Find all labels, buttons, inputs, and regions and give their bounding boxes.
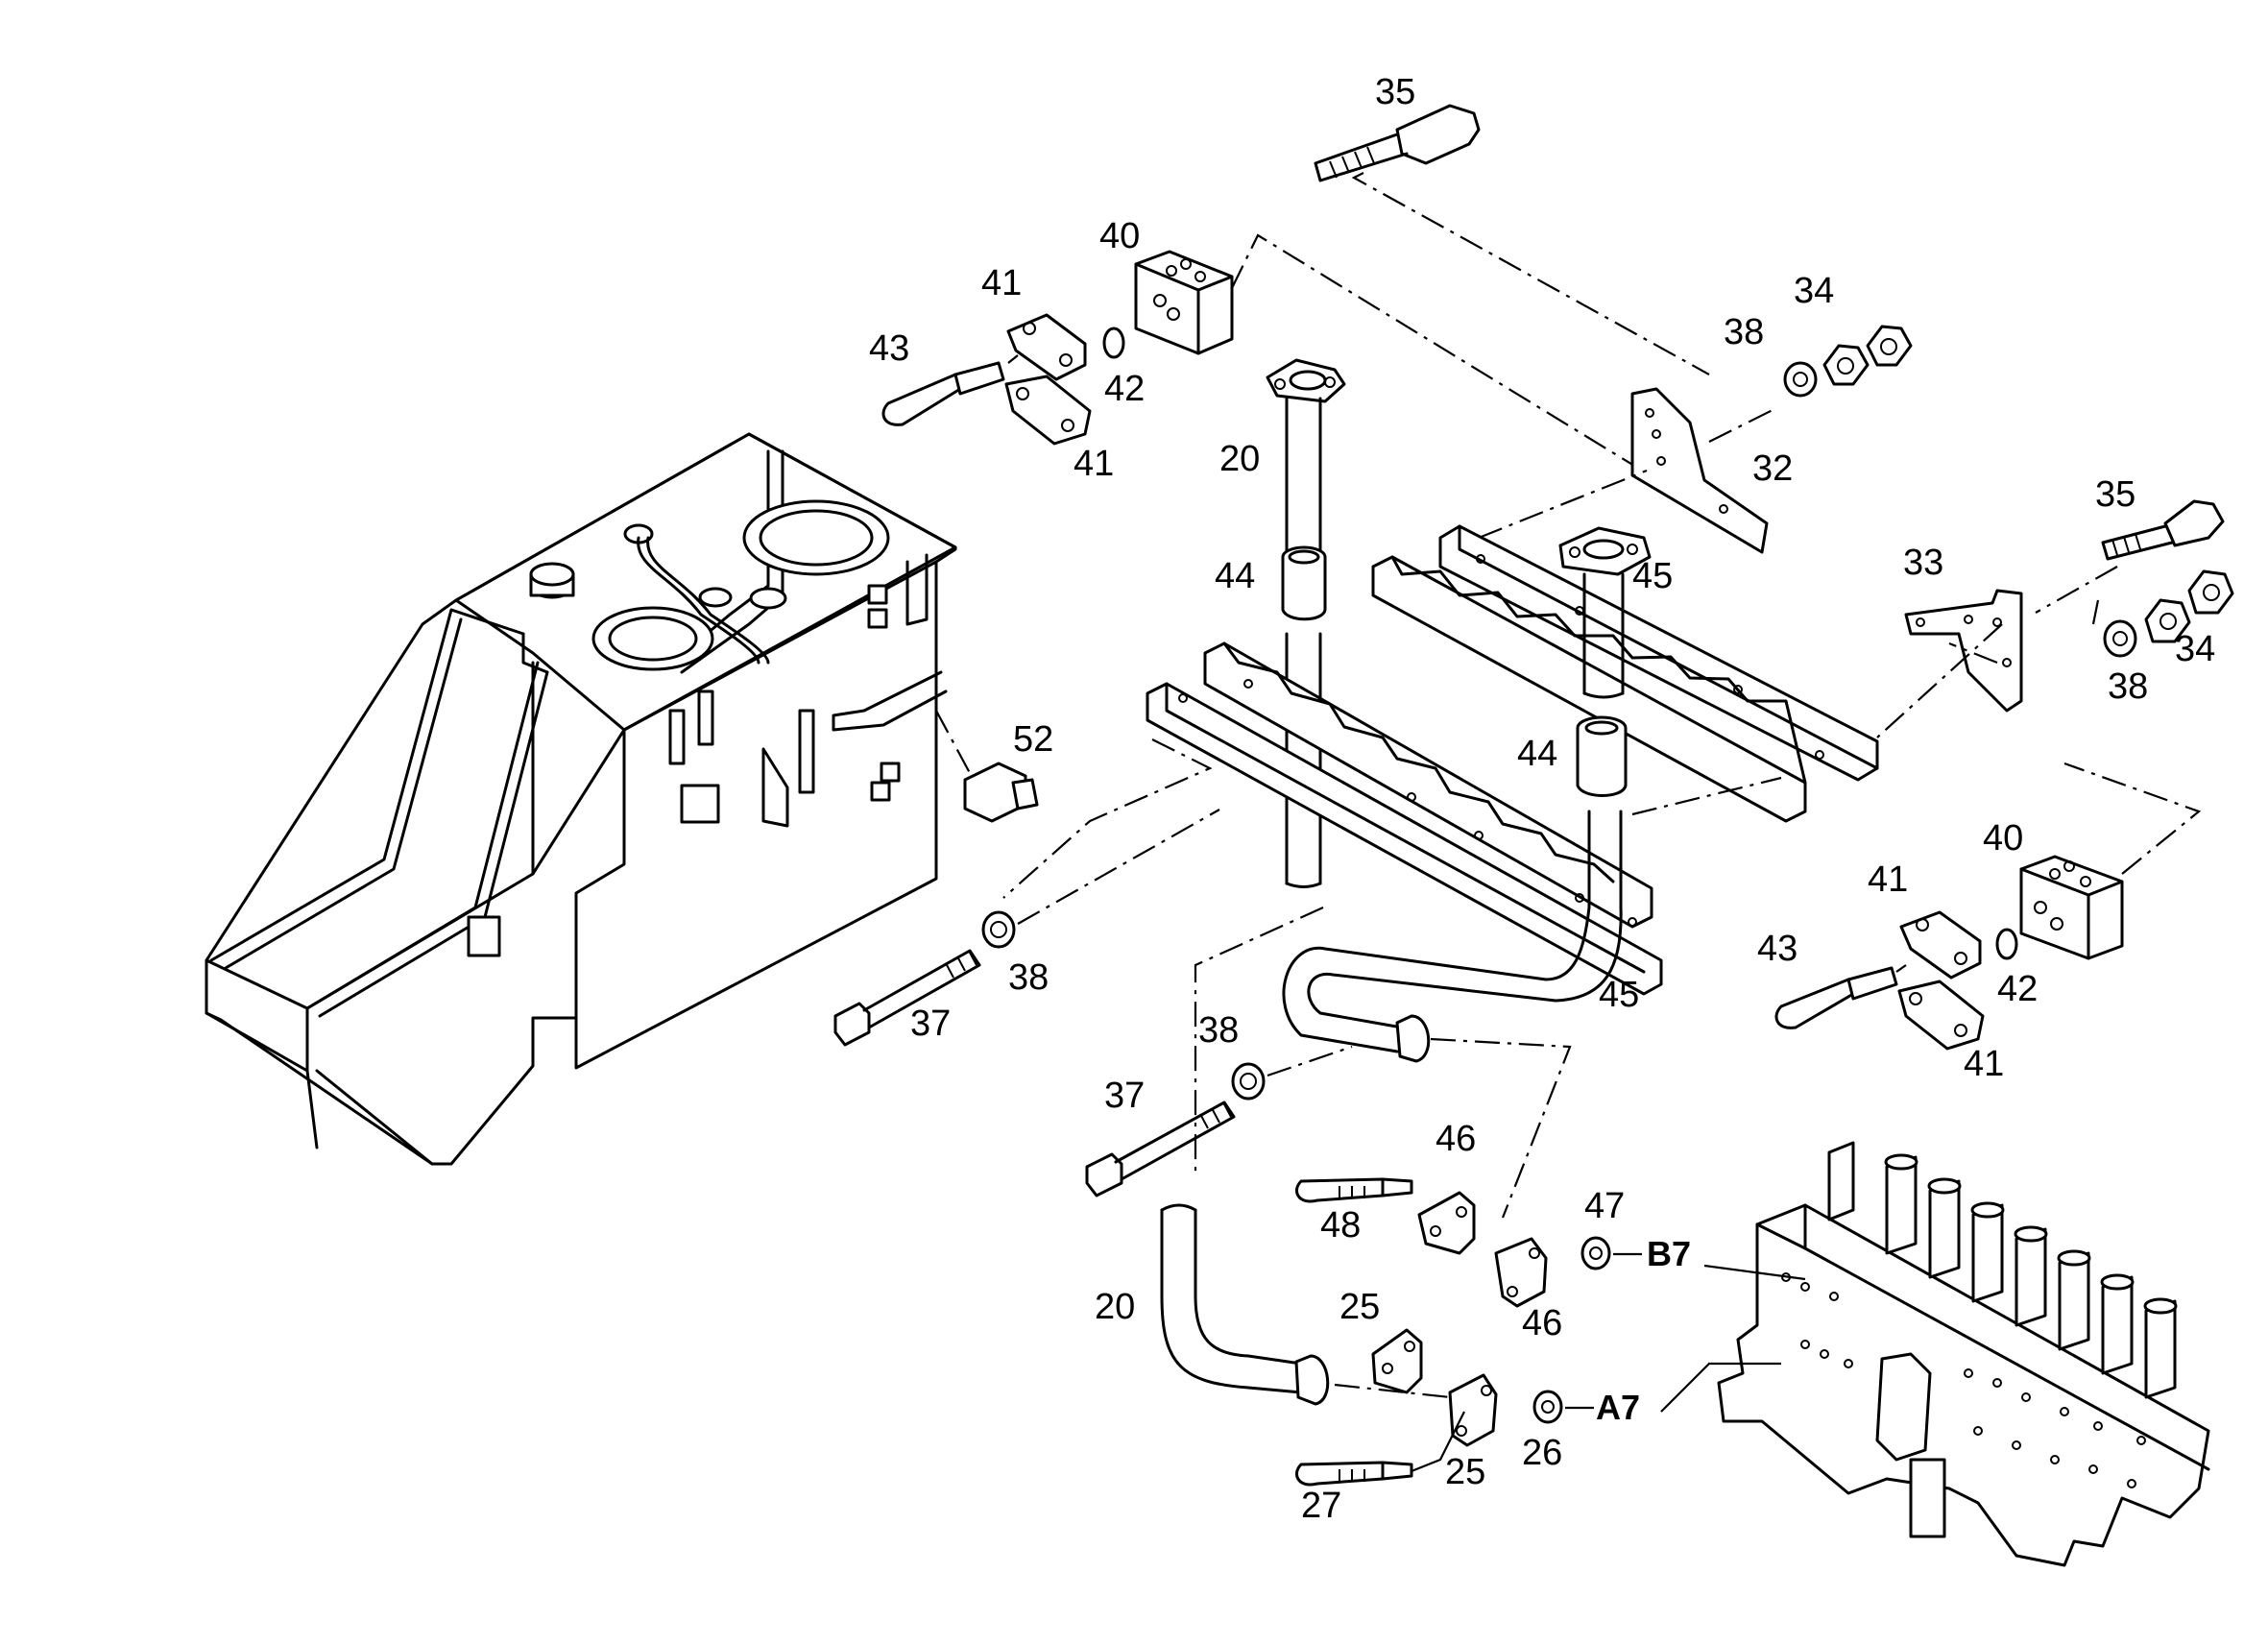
callout-20: 20 (1219, 439, 1260, 479)
callout-40: 40 (1983, 818, 2023, 859)
fitting-52 (935, 710, 1039, 823)
callout-32: 32 (1752, 448, 1793, 489)
callout-26: 26 (1522, 1433, 1562, 1473)
pipe-45 (1558, 526, 1652, 699)
valve-block-40-right (2019, 762, 2202, 960)
flange-clamp-right (1774, 910, 2018, 1051)
callout-34: 34 (2175, 629, 2215, 669)
sleeve-44-top (1281, 545, 1327, 621)
callout-33: 33 (1903, 543, 1943, 583)
callout-labels: 35 40 41 43 42 41 20 34 38 32 45 44 35 3… (869, 72, 2215, 1526)
upper-clamp-rail (1371, 524, 1879, 823)
clamp-46-48-47 (1295, 1177, 1642, 1308)
bracket-33 (1876, 589, 2023, 738)
callout-37: 37 (910, 1004, 951, 1044)
callout-41: 41 (981, 263, 1022, 303)
callout-42: 42 (1104, 369, 1145, 409)
callout-41: 41 (1074, 444, 1114, 484)
sleeve-44-bottom (1576, 715, 1782, 909)
flange-clamp-top (881, 313, 1125, 446)
nut-washer-top (1783, 325, 1913, 398)
callout-48: 48 (1320, 1205, 1361, 1246)
callout-25: 25 (1339, 1287, 1380, 1327)
callout-35: 35 (2095, 474, 2135, 515)
callout-46: 46 (1436, 1119, 1476, 1159)
callout-46: 46 (1522, 1303, 1562, 1343)
callout-43: 43 (1757, 929, 1798, 969)
callout-42: 42 (1997, 969, 2038, 1009)
callout-27: 27 (1301, 1486, 1341, 1526)
callout-47: 47 (1584, 1186, 1625, 1226)
pipe-45-loop (1282, 906, 1623, 1219)
callout-45: 45 (1632, 556, 1673, 596)
pipe-20-vertical (1194, 632, 1324, 1172)
callout-35: 35 (1375, 72, 1415, 112)
bracket-32 (1478, 387, 1777, 554)
callout-38: 38 (2108, 666, 2148, 707)
callout-52: 52 (1013, 719, 1053, 760)
callout-45: 45 (1599, 975, 1639, 1015)
callout-38: 38 (1198, 1010, 1239, 1051)
port-label-b7: B7 (1647, 1234, 1691, 1273)
callout-43: 43 (869, 328, 909, 369)
nut-washer-right (2091, 569, 2234, 658)
bolt-35-top (1314, 104, 1710, 375)
bolt-37-upper (833, 809, 1220, 1047)
callout-25: 25 (1445, 1452, 1485, 1492)
callout-44: 44 (1517, 734, 1557, 774)
valve-spools (1827, 1141, 2178, 1399)
bolt-37-lower (1085, 1045, 1353, 1197)
hydraulic-tank (205, 432, 957, 1166)
control-valve-block (1660, 1141, 2210, 1567)
callout-34: 34 (1794, 271, 1834, 311)
callout-37: 37 (1104, 1076, 1145, 1116)
clamp-25-27-26 (1295, 1328, 1594, 1487)
pipe-20-top (1266, 358, 1346, 577)
valve-block-40-top (1134, 233, 1729, 524)
pipe-20-bottom (1160, 1203, 1451, 1406)
bolt-35-right (2035, 499, 2225, 614)
callout-38: 38 (1724, 312, 1764, 352)
lower-clamp-rail (1002, 641, 1663, 996)
callout-38: 38 (1008, 957, 1049, 998)
callout-40: 40 (1099, 216, 1140, 256)
callout-20: 20 (1095, 1287, 1135, 1327)
callout-41: 41 (1964, 1044, 2004, 1084)
port-label-a7: A7 (1596, 1388, 1640, 1427)
callout-44: 44 (1215, 556, 1255, 596)
callout-41: 41 (1868, 859, 1908, 900)
